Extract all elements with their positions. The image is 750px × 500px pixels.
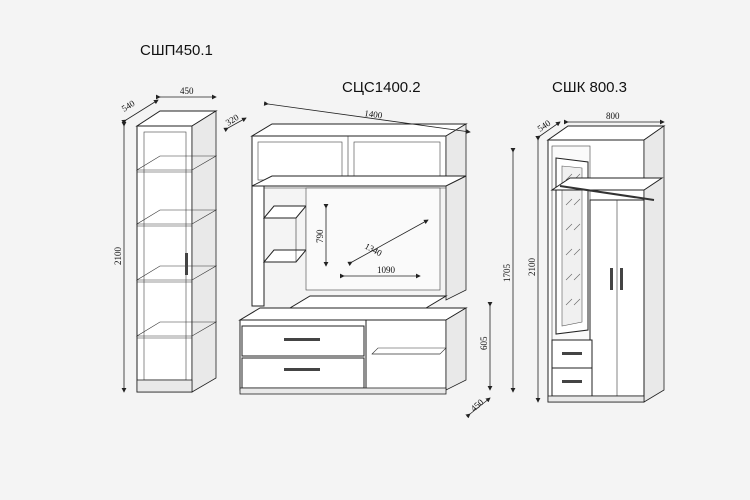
door-handle-icon (610, 268, 613, 290)
door-handle-icon (185, 253, 188, 275)
center-base-depth-label: 450 (469, 397, 486, 414)
center-depth-label: 320 (224, 112, 241, 128)
center-width-label: 1400 (364, 108, 384, 120)
title-right: СШК 800.3 (552, 79, 627, 96)
drawer-handle-icon (284, 338, 320, 341)
center-niche-height-label: 790 (315, 229, 325, 243)
right-width-label: 800 (606, 111, 620, 121)
drawer-handle-icon (284, 368, 320, 371)
center-niche-width-label: 1090 (377, 265, 396, 275)
door-handle-icon (620, 268, 623, 290)
right-height-label: 2100 (527, 258, 537, 277)
center-height-label: 1705 (502, 264, 512, 283)
drawer-handle-icon (562, 380, 582, 383)
left-depth-label: 540 (120, 98, 137, 114)
left-height-label: 2100 (113, 247, 123, 266)
left-shelving-unit (135, 110, 218, 393)
right-wardrobe-unit (546, 125, 666, 403)
title-center: СЦС1400.2 (342, 79, 421, 96)
left-width-label: 450 (180, 86, 194, 96)
title-left: СШП450.1 (140, 42, 213, 59)
drawer-handle-icon (562, 352, 582, 355)
center-tv-wall-unit (238, 123, 468, 395)
center-base-height-label: 605 (479, 336, 489, 350)
right-depth-label: 540 (536, 118, 553, 134)
